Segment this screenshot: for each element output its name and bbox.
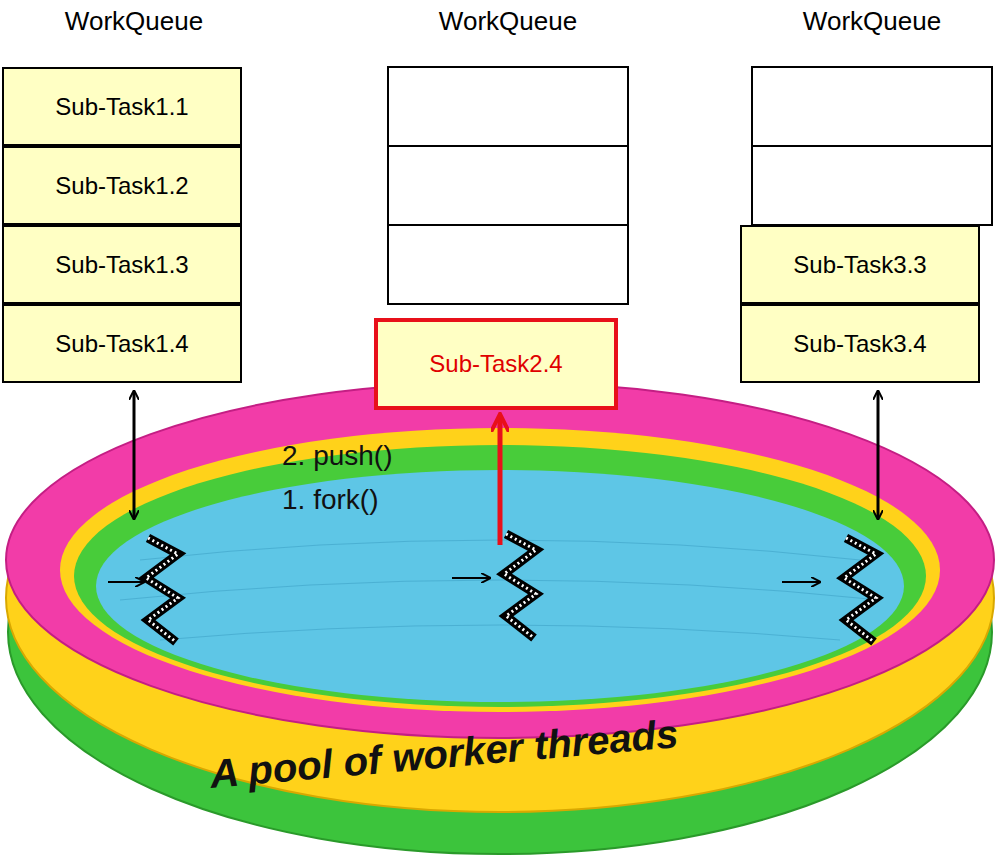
- sub-task-box: Sub-Task1.1: [2, 67, 242, 146]
- task-label: Sub-Task3.4: [793, 330, 926, 358]
- queue-heading: WorkQueue: [376, 6, 640, 37]
- task-label: Sub-Task2.4: [429, 350, 562, 378]
- step-label: 1. fork(): [282, 484, 378, 516]
- work-queue: WorkQueueSub-Task1.1Sub-Task1.2Sub-Task1…: [2, 6, 266, 384]
- sub-task-box: Sub-Task3.4: [740, 304, 980, 383]
- step-label: 2. push(): [282, 440, 393, 472]
- pushed-sub-task-box: Sub-Task2.4: [374, 318, 618, 410]
- queue-heading: WorkQueue: [2, 6, 266, 37]
- sub-task-box: Sub-Task1.2: [2, 146, 242, 225]
- work-queue: WorkQueueSub-Task3.3Sub-Task3.4: [740, 6, 996, 384]
- work-queue: WorkQueueSub-Task2.4: [376, 6, 640, 412]
- task-label: Sub-Task1.1: [55, 93, 188, 121]
- sub-task-box: Sub-Task3.3: [740, 225, 980, 304]
- task-label: Sub-Task1.2: [55, 172, 188, 200]
- sub-task-box: Sub-Task1.4: [2, 304, 242, 383]
- task-label: Sub-Task1.3: [55, 251, 188, 279]
- task-label: Sub-Task3.3: [793, 251, 926, 279]
- task-label: Sub-Task1.4: [55, 330, 188, 358]
- sub-task-box: Sub-Task1.3: [2, 225, 242, 304]
- queue-heading: WorkQueue: [740, 6, 996, 37]
